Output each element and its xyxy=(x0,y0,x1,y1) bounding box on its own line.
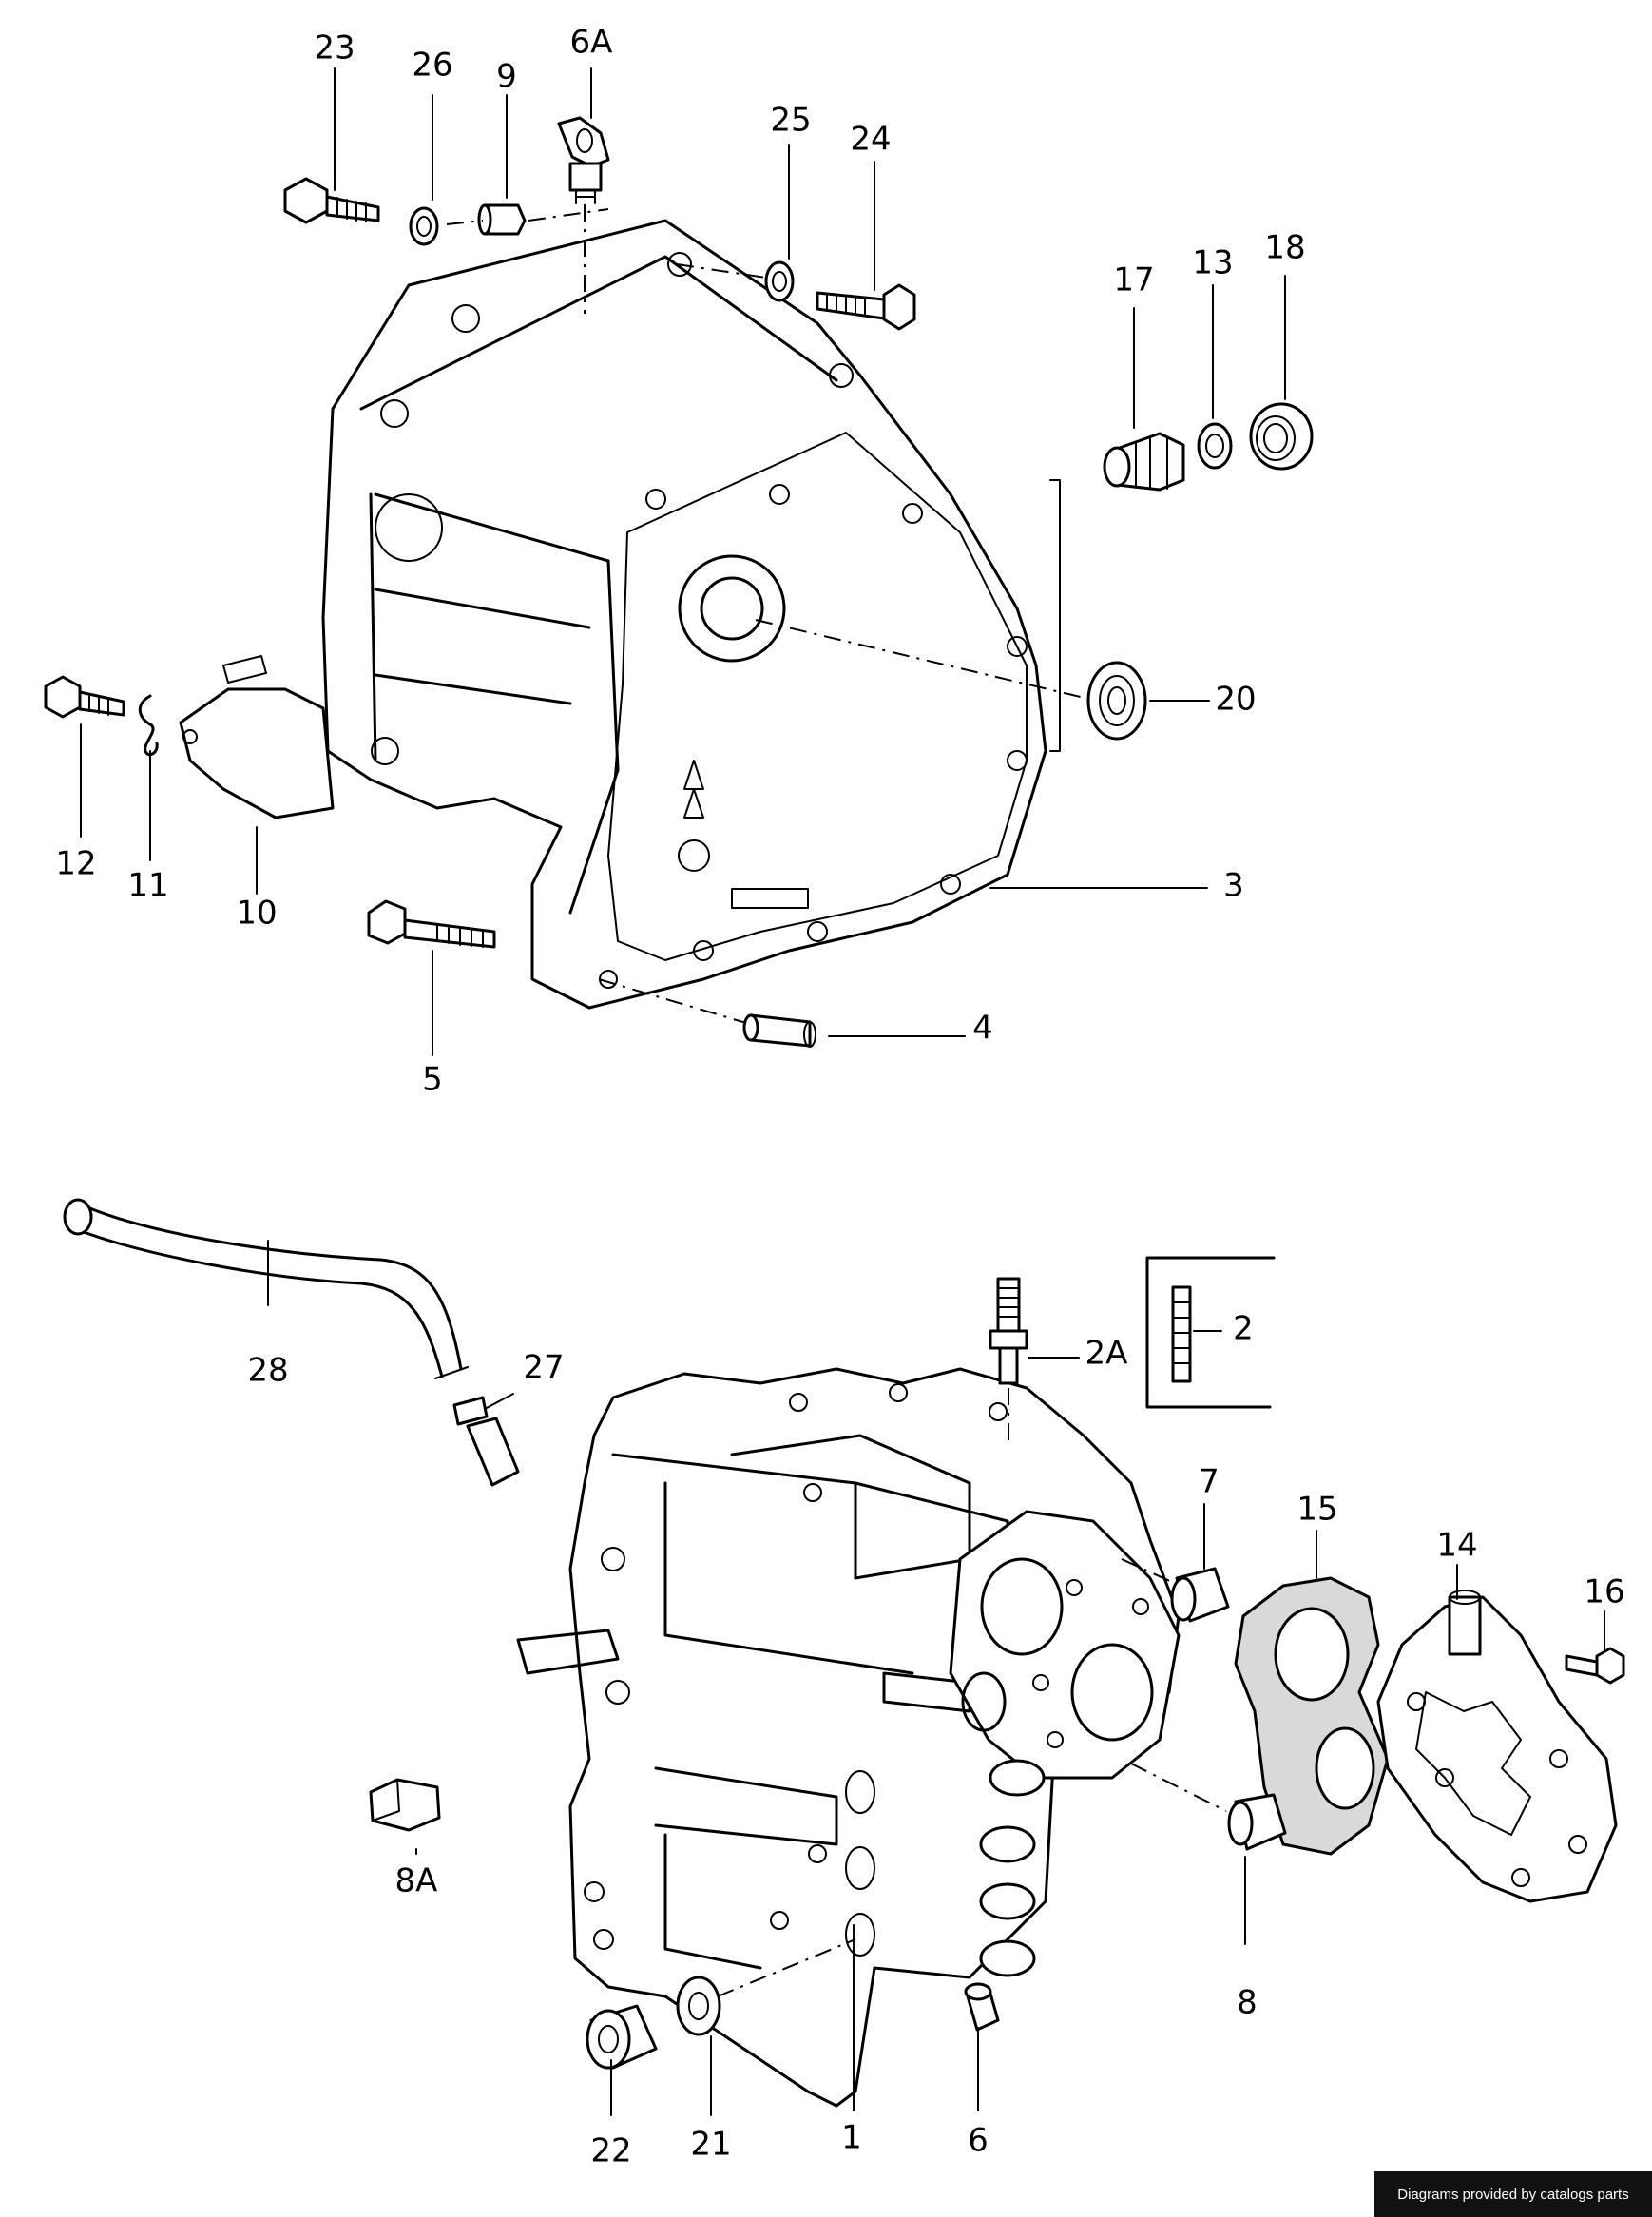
bolt-part-12 xyxy=(44,675,125,719)
bolt-part-5 xyxy=(367,899,496,949)
breather-hose-part-28 xyxy=(63,1198,469,1379)
callout-8: 8 xyxy=(1237,1984,1258,2022)
callout-1: 1 xyxy=(841,2119,862,2157)
clip-part-11 xyxy=(138,694,159,757)
callout-9: 9 xyxy=(496,58,517,96)
callout-5: 5 xyxy=(422,1061,443,1099)
credit-badge: Diagrams provided by catalogs parts xyxy=(1374,2171,1652,2217)
washer-part-25 xyxy=(764,260,795,302)
leader-lines-upper xyxy=(80,67,1286,1056)
sleeve-part-9 xyxy=(477,203,527,236)
callout-12: 12 xyxy=(55,845,96,883)
callout-2: 2 xyxy=(1233,1310,1254,1348)
inset-box-part-2 xyxy=(1145,1256,1276,1409)
cover-plate-part-14 xyxy=(1376,1590,1618,1903)
bolt-part-23 xyxy=(283,177,380,224)
drain-plug-part-22 xyxy=(586,2004,658,2070)
bolt-part-24 xyxy=(816,283,916,331)
gasket-part-15 xyxy=(1234,1576,1390,1856)
callout-24: 24 xyxy=(850,121,891,159)
block-part-8A xyxy=(369,1778,441,1832)
callout-6A: 6A xyxy=(570,24,613,62)
callout-6: 6 xyxy=(968,2122,989,2160)
leader-lines-lower xyxy=(267,1240,1605,2116)
plug-part-6 xyxy=(964,1982,1000,2032)
callout-8A: 8A xyxy=(395,1862,438,1900)
callout-25: 25 xyxy=(770,102,811,140)
callout-2A: 2A xyxy=(1085,1335,1128,1373)
connector-part-27 xyxy=(452,1396,520,1487)
callout-16: 16 xyxy=(1584,1573,1624,1611)
callout-4: 4 xyxy=(972,1010,993,1048)
callout-21: 21 xyxy=(690,2126,731,2164)
callout-3: 3 xyxy=(1223,867,1244,905)
sleeve-part-17 xyxy=(1103,432,1185,492)
callout-13: 13 xyxy=(1192,244,1233,282)
bolt-part-16 xyxy=(1565,1647,1625,1685)
callout-26: 26 xyxy=(412,47,452,85)
selector-cylinders xyxy=(845,1759,1046,1977)
callout-7: 7 xyxy=(1199,1463,1220,1501)
callout-10: 10 xyxy=(236,895,277,933)
callout-11: 11 xyxy=(127,867,168,905)
bellhousing-part-3 xyxy=(321,219,1047,1010)
callout-18: 18 xyxy=(1264,229,1305,267)
callout-22: 22 xyxy=(590,2132,631,2170)
callout-27: 27 xyxy=(523,1349,564,1387)
vent-plug-part-6A xyxy=(557,116,610,204)
callout-23: 23 xyxy=(314,29,355,67)
guide-plate-part-10 xyxy=(179,655,335,819)
callout-17: 17 xyxy=(1113,261,1154,299)
dowel-part-4 xyxy=(742,1013,816,1048)
seal-ring-part-21 xyxy=(676,1976,721,2036)
gear-carrier-face xyxy=(949,1510,1181,1780)
plug-part-7 xyxy=(1170,1567,1230,1623)
ring-part-13 xyxy=(1197,422,1233,470)
callout-14: 14 xyxy=(1436,1527,1477,1565)
callout-28: 28 xyxy=(247,1352,288,1390)
washer-part-26 xyxy=(409,206,439,246)
seal-part-20 xyxy=(1086,661,1147,741)
seal-part-18 xyxy=(1249,402,1314,471)
plug-part-8 xyxy=(1227,1793,1287,1851)
callout-20: 20 xyxy=(1215,681,1256,719)
stud-part-2A xyxy=(989,1277,1028,1385)
callout-15: 15 xyxy=(1297,1491,1337,1529)
callout-labels: 23 26 9 6A 25 24 17 13 18 20 12 11 10 3 … xyxy=(55,24,1624,2170)
